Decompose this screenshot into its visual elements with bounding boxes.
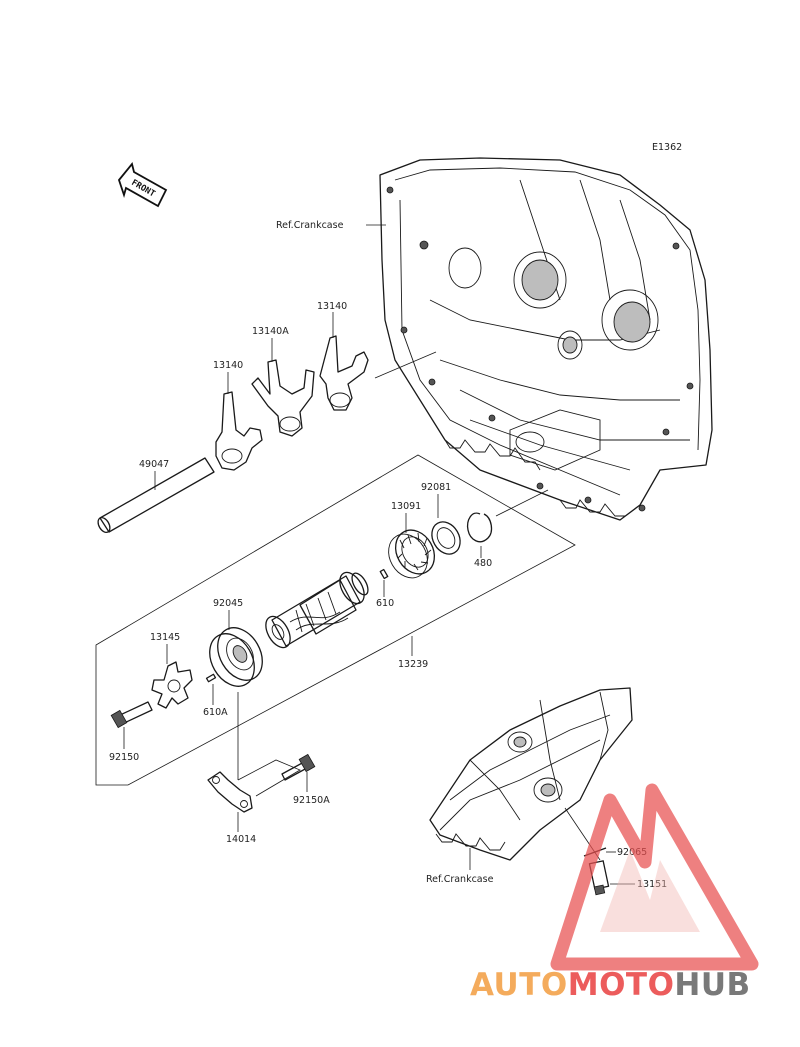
diagram-code: E1362 <box>652 142 682 153</box>
label-92045: 92045 <box>213 598 243 609</box>
washer-92081 <box>431 521 461 555</box>
label-ref-crankcase-bottom: Ref.Crankcase <box>426 874 494 885</box>
label-49047: 49047 <box>139 459 169 470</box>
bearing-13091 <box>388 529 436 579</box>
label-92065: 92065 <box>617 847 647 858</box>
automotohub-watermark: AUTOMOTOHUB <box>470 783 759 1003</box>
watermark-moto: MOTO <box>568 967 675 1003</box>
shift-drum-13239 <box>265 571 369 649</box>
label-14014: 14014 <box>226 834 256 845</box>
circlip-480 <box>466 512 493 543</box>
bolt-92150 <box>110 701 153 729</box>
label-13140-left: 13140 <box>213 360 243 371</box>
pin-610A <box>205 673 217 683</box>
label-92150A: 92150A <box>293 795 330 806</box>
shift-rod-49047 <box>97 457 215 534</box>
watermark-triangle-logo <box>550 783 759 971</box>
bolt-92150A <box>281 753 316 781</box>
pin-610 <box>379 568 389 580</box>
label-480: 480 <box>474 558 492 569</box>
assembly-group-bracket <box>95 454 576 786</box>
shift-fork-13140A <box>251 359 315 437</box>
watermark-hub: HUB <box>674 967 750 1003</box>
label-92150: 92150 <box>109 752 139 763</box>
label-13140-right: 13140 <box>317 301 347 312</box>
crankcase-lower-drawing <box>429 687 633 861</box>
plate-14014 <box>207 771 253 813</box>
label-ref-crankcase-top: Ref.Crankcase <box>276 220 344 231</box>
label-610: 610 <box>376 598 394 609</box>
label-13145: 13145 <box>150 632 180 643</box>
watermark-brand-text: AUTOMOTOHUB <box>470 967 751 1003</box>
crankcase-upper-drawing <box>379 157 713 521</box>
label-13091: 13091 <box>391 501 421 512</box>
front-arrow-icon: FRONT <box>117 162 168 208</box>
gear-star-13145 <box>151 661 193 709</box>
label-92081: 92081 <box>421 482 451 493</box>
shift-fork-13140-left <box>215 391 263 471</box>
label-13239: 13239 <box>398 659 428 670</box>
label-13140A: 13140A <box>252 326 289 337</box>
watermark-auto: AUTO <box>470 967 568 1003</box>
bearing-92045 <box>209 627 263 687</box>
shift-fork-13140-right <box>319 335 369 411</box>
label-610A: 610A <box>203 707 228 718</box>
label-13151: 13151 <box>637 879 667 890</box>
